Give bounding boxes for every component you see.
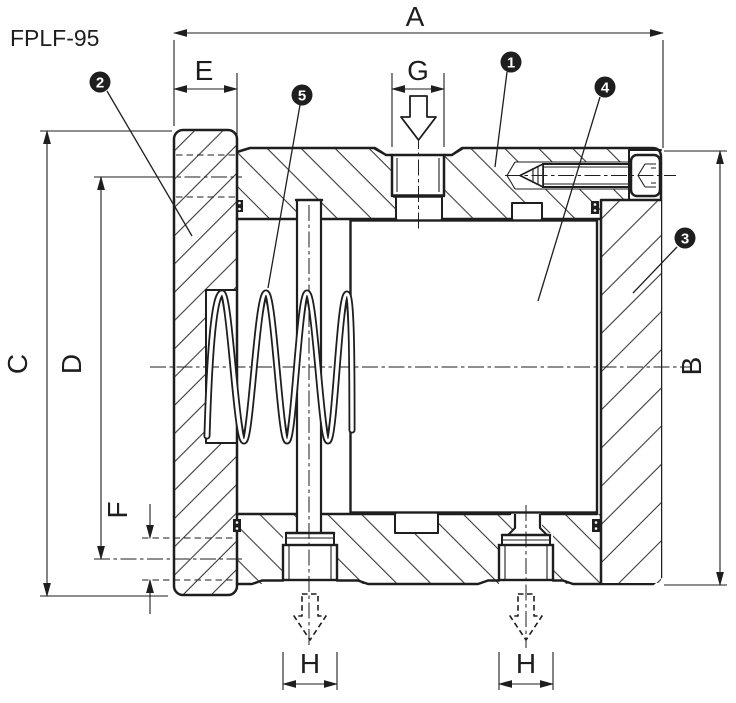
dimension-e: E <box>172 55 239 143</box>
callout-2-number: 2 <box>96 74 104 91</box>
dim-label-f: F <box>102 501 133 518</box>
seal-top-right <box>591 201 599 214</box>
spring <box>203 289 356 445</box>
dimension-a: A <box>172 1 665 148</box>
dim-label-d: D <box>56 354 87 374</box>
inlet-arrow-g <box>400 95 437 141</box>
callout-5-number: 5 <box>298 87 306 104</box>
dimension-c: C <box>2 129 172 598</box>
dim-label-h1: H <box>300 648 320 679</box>
seal-top-left <box>236 200 243 212</box>
bottom-port-left <box>281 531 339 582</box>
outlet-arrow-left <box>293 593 327 641</box>
seal-bottom-right <box>592 519 600 532</box>
dimension-f: F <box>102 501 154 614</box>
callout-4: 4 <box>537 76 616 302</box>
dimension-d: D <box>56 175 242 561</box>
end-cover <box>599 198 663 585</box>
dim-label-b: B <box>676 357 707 376</box>
dim-label-a: A <box>406 1 425 32</box>
callout-3-number: 3 <box>681 230 689 247</box>
dim-label-h2: H <box>516 648 536 679</box>
drawing-title: FPLF-95 <box>10 25 99 51</box>
outlet-arrow-right <box>509 593 543 641</box>
callout-5: 5 <box>267 84 313 289</box>
callout-1: 1 <box>494 51 522 168</box>
dimension-g: G <box>390 55 446 147</box>
callout-2: 2 <box>89 71 193 237</box>
callout-4-number: 4 <box>601 79 610 96</box>
dim-label-c: C <box>2 354 33 374</box>
dimension-b: B <box>664 149 727 587</box>
callout-1-number: 1 <box>507 54 515 71</box>
callout-3: 3 <box>632 227 696 294</box>
dim-label-g: G <box>407 55 429 86</box>
left-flange <box>142 128 239 597</box>
seal-bottom-left <box>233 519 241 532</box>
dimension-h-left: H <box>281 648 339 690</box>
dimension-h-right: H <box>497 648 555 690</box>
centerlines <box>150 133 692 648</box>
dim-label-e: E <box>195 55 214 86</box>
